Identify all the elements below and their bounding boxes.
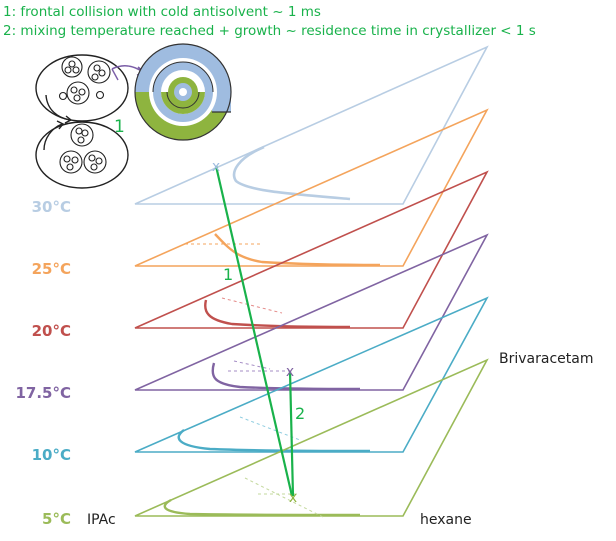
triangle-25c [134,108,489,267]
note-frontal-collision: 1: frontal collision with cold antisolve… [3,4,321,20]
step-label-1: 1 [223,265,233,284]
layer-17-5c [134,233,489,391]
path-line-2 [288,370,295,497]
step-label-1-mixer: 1 [114,117,125,137]
layer-30c [134,45,489,205]
solubility-curve-20c [204,299,351,329]
triangle-5c [134,358,489,517]
triangle-17-5c [134,233,489,391]
layer-25c [134,108,489,267]
mixer-illustration [35,43,232,189]
temp-label-10c: 10°C [32,446,71,464]
triangle-20c [134,170,489,329]
layer-20c [134,170,489,329]
spiral-crystallizer [134,43,232,141]
solubility-curve-25c [214,233,381,267]
tie-line-10c [239,416,301,441]
start-point-marker: x [212,159,220,175]
path-line-1 [214,165,294,497]
mixer-circle-bottom [35,121,129,189]
solubility-curve-30c [232,145,351,201]
end-point-marker: x [289,490,297,506]
vertex-label-hexane: hexane [420,512,472,528]
rotation-arrow-top [45,94,71,121]
solubility-curve-17-5c [211,362,361,391]
triangle-30c [134,45,489,205]
note-mixing-temperature: 2: mixing temperature reached + growth ~… [3,23,536,39]
temp-label-17-5c: 17.5°C [15,384,71,402]
solubility-curve-10c [177,429,371,453]
step-label-2: 2 [295,404,305,423]
tie-line-5c [244,477,324,518]
process-path: x x x 1 1 2 [114,117,305,506]
tie-line-20c [221,297,283,314]
temp-label-20c: 20°C [32,322,71,340]
temp-label-25c: 25°C [32,260,71,278]
solubility-curve-5c [163,498,361,517]
particle-cluster [58,56,111,105]
temp-label-30c: 30°C [32,198,71,216]
rotation-arrow-bottom [43,123,63,151]
layer-5c [134,358,489,518]
layer-10c [134,296,489,453]
vertex-label-ipac: IPAc [87,512,116,528]
triangle-10c [134,296,489,453]
temp-label-5c: 5°C [42,510,71,528]
vertex-label-brivaracetam: Brivaracetam [499,351,593,367]
mixing-point-marker: x [286,364,294,380]
